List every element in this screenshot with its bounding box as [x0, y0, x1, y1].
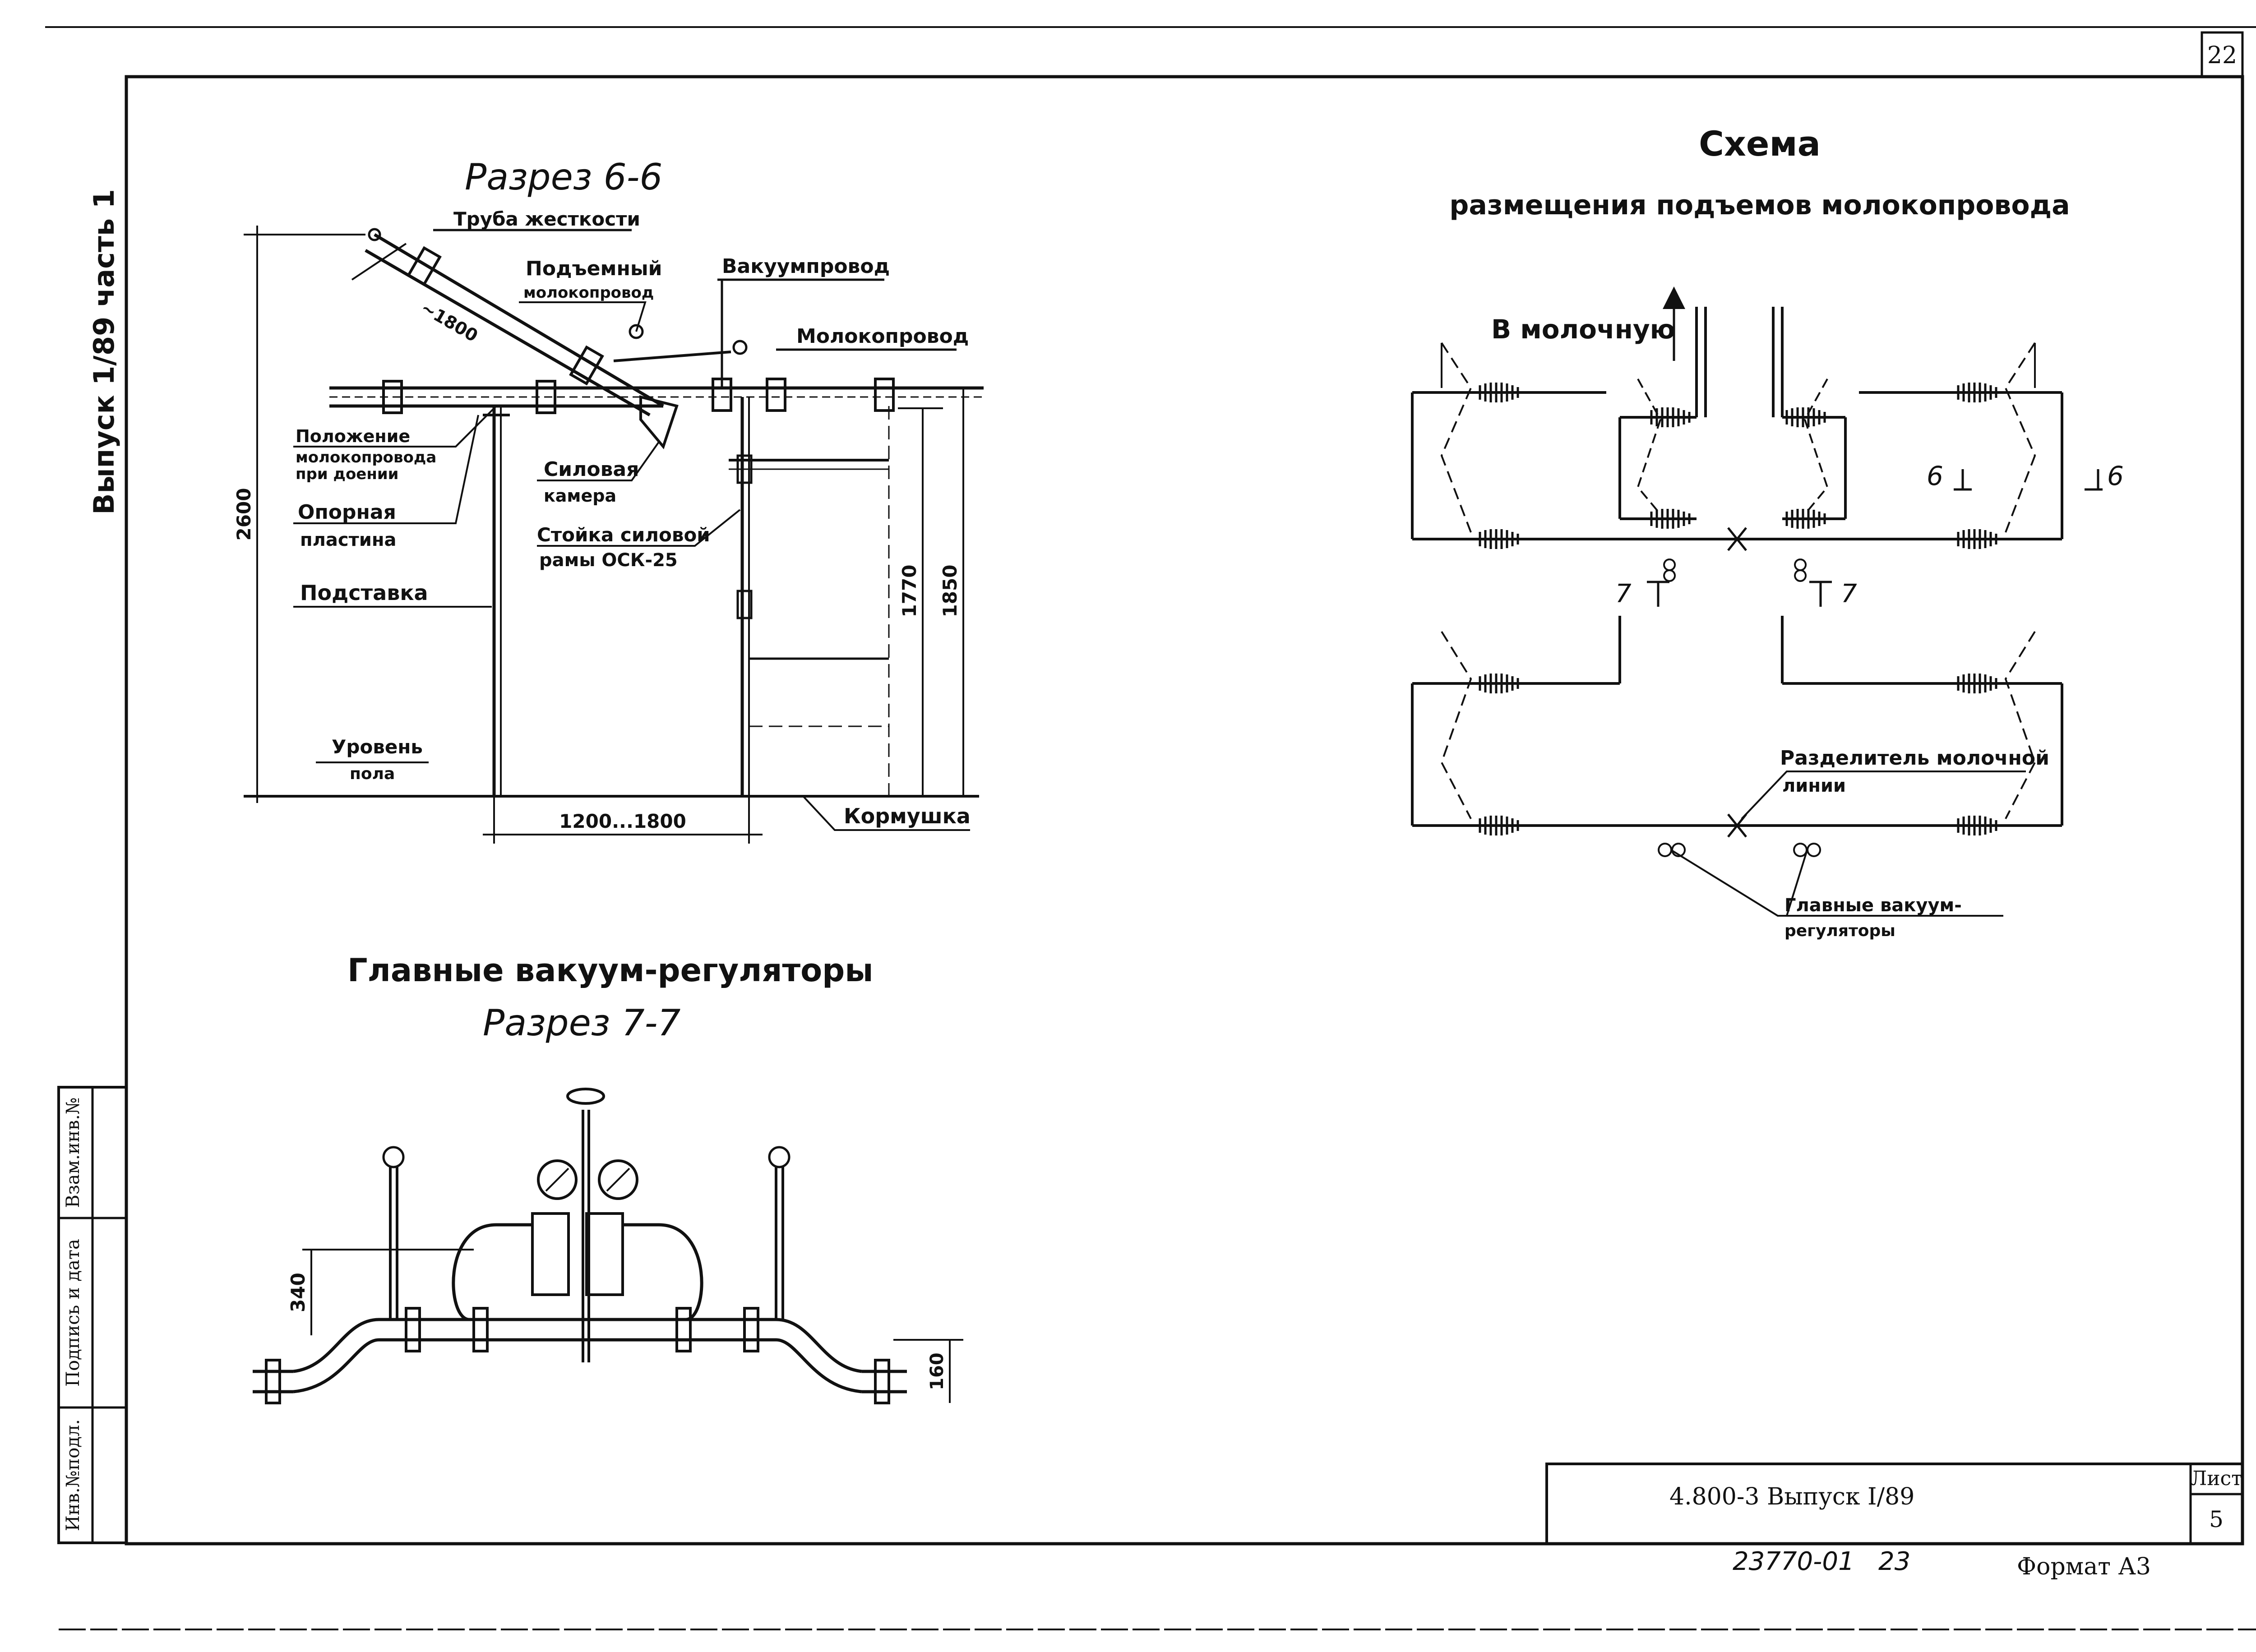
label-power-frame-1: Стойка силовой	[537, 524, 710, 546]
section-6-title: Разрез 6-6	[465, 156, 662, 198]
sheet-number: 5	[2209, 1506, 2224, 1532]
label-position-3: при доении	[296, 465, 399, 483]
sheet-label: Лист	[2190, 1467, 2242, 1490]
cut-6-left: 6	[1927, 461, 1943, 491]
cut-6-right: 6	[2107, 461, 2124, 491]
label-milk-line: Молокопровод	[796, 325, 969, 348]
label-floor-2: пола	[350, 765, 395, 783]
section-7-title: Главные вакуум-регуляторы	[347, 952, 874, 989]
label-insert: Подставка	[300, 581, 428, 605]
scheme-title: Схема	[1699, 124, 1821, 164]
cut-7-right: 7	[1841, 579, 1857, 609]
label-position-2: молокопровода	[296, 448, 436, 466]
dim-160: 160	[927, 1352, 948, 1390]
dim-1850: 1850	[939, 565, 961, 618]
sheet-frame	[45, 26, 2256, 1630]
scheme-subtitle: размещения подъемов молокопровода	[1449, 189, 2070, 221]
dim-incline: ~1800	[418, 298, 481, 346]
cut-7-left: 7	[1615, 579, 1632, 609]
label-power-chamber-1: Силовая	[544, 458, 639, 481]
label-power-frame-2: рамы ОСК-25	[539, 550, 678, 571]
label-power-chamber-2: камера	[544, 486, 616, 506]
dim-1770: 1770	[898, 565, 920, 618]
label-separator-2: линии	[1782, 775, 1846, 796]
label-separator-1: Разделитель молочной	[1780, 747, 2049, 770]
label-regulators-2: регуляторы	[1784, 922, 1895, 940]
dim-340: 340	[287, 1273, 309, 1312]
format-label: Формат А3	[2017, 1553, 2151, 1580]
label-support-1: Опорная	[298, 501, 396, 524]
scheme-drawing	[1411, 286, 2103, 917]
label-to-milk-room: В молочную	[1491, 314, 1675, 345]
label-vacuum-line: Вакуумпровод	[722, 255, 890, 278]
label-feeder: Кормушка	[844, 804, 971, 828]
stamp-signature-date: Подпись и дата	[63, 1239, 83, 1387]
label-position-1: Положение	[296, 426, 410, 446]
document-code: 4.800-3 Выпуск I/89	[1669, 1483, 1914, 1510]
stamp-inv-podl: Инв.№подл.	[63, 1419, 83, 1531]
side-title: Выпуск 1/89 часть 1	[88, 189, 120, 515]
dim-span: 1200...1800	[559, 810, 686, 832]
title-block	[1545, 1463, 2244, 1545]
dim-2600: 2600	[233, 488, 255, 541]
section-7-subtitle: Разрез 7-7	[483, 1002, 681, 1044]
label-stiffener-pipe: Труба жесткости	[453, 208, 640, 230]
label-lifting-line-2: молокопровод	[523, 284, 654, 302]
page-number: 22	[2207, 42, 2237, 69]
label-lifting-line-1: Подъемный	[526, 257, 662, 280]
label-floor-1: Уровень	[332, 736, 423, 758]
label-support-2: пластина	[300, 530, 396, 550]
bottom-numbers: 23770-01 23	[1733, 1547, 1910, 1576]
label-regulators-1: Главные вакуум-	[1784, 895, 1962, 916]
stamp-vzam-inv: Взам.инв.№	[63, 1097, 83, 1208]
section-6-drawing	[244, 226, 984, 844]
section-7-drawing	[253, 1088, 963, 1404]
